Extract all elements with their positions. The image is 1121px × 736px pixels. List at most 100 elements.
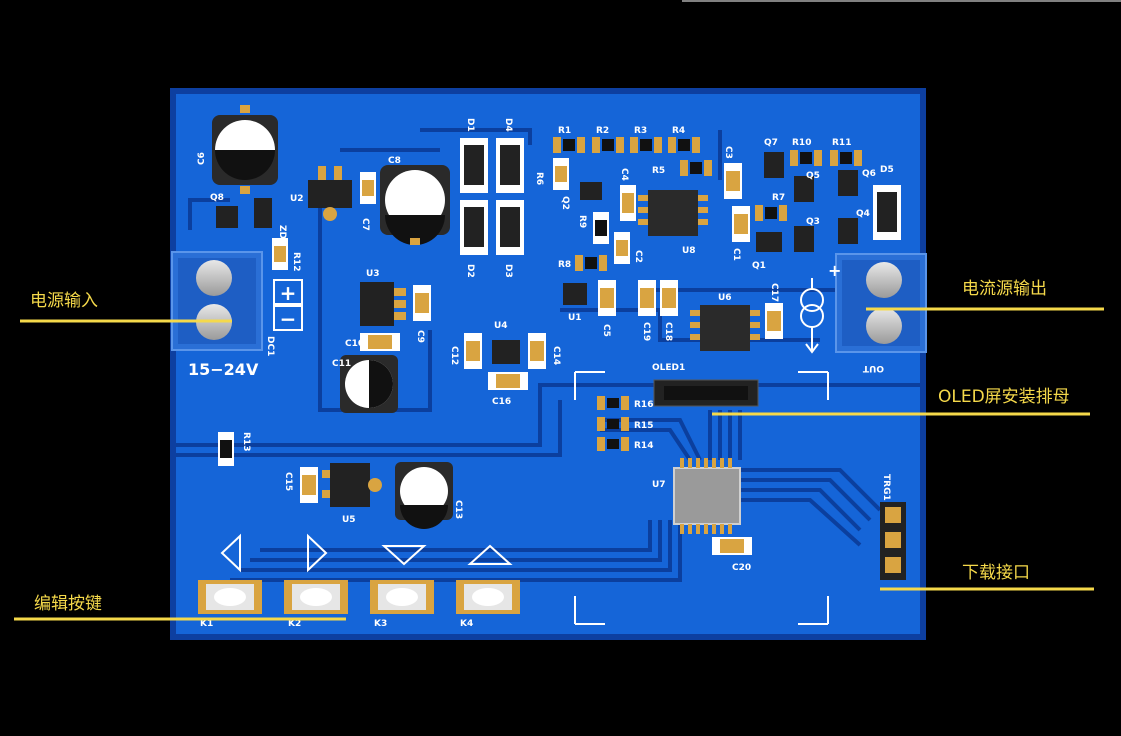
- cap-c13: [395, 462, 453, 529]
- label-c6: C6: [197, 152, 207, 165]
- key-k4[interactable]: [456, 580, 520, 614]
- label-trg1: TRG1: [881, 474, 891, 501]
- label-c11: C11: [332, 359, 351, 369]
- label-c20: C20: [732, 563, 751, 573]
- label-k3: K3: [374, 619, 387, 629]
- label-q8: Q8: [210, 193, 224, 203]
- callout-oled-socket: OLED屏安装排母: [938, 387, 1070, 407]
- label-r7: R7: [772, 193, 785, 203]
- label-u8: U8: [682, 246, 696, 256]
- key-k2[interactable]: [284, 580, 348, 614]
- ic-u1: [563, 283, 587, 305]
- polarity-marks: [273, 279, 303, 331]
- label-c18: C18: [663, 322, 673, 341]
- label-r8: R8: [558, 260, 571, 270]
- cap-c11: [340, 355, 398, 413]
- label-r16: R16: [634, 400, 653, 410]
- ic-u6: [690, 305, 760, 351]
- label-c2: C2: [633, 250, 643, 263]
- smd-resistors: [553, 137, 862, 451]
- label-u2: U2: [290, 194, 304, 204]
- callout-download-port: 下载接口: [962, 563, 1030, 583]
- callout-lines: [14, 307, 1104, 621]
- triangle-left-icon: [220, 533, 241, 573]
- label-zd1: ZD1: [277, 225, 287, 245]
- label-c14: C14: [551, 346, 561, 365]
- label-u4: U4: [494, 321, 508, 331]
- polarity-plus-label: +: [280, 281, 297, 305]
- label-c1: C1: [731, 248, 741, 261]
- label-d3: D3: [503, 264, 513, 278]
- label-c8: C8: [388, 156, 401, 166]
- label-r4: R4: [672, 126, 685, 136]
- ic-u8: [638, 190, 708, 236]
- callout-current-output: 电流源输出: [962, 279, 1047, 299]
- terminal-block-out: [835, 253, 927, 353]
- label-d5: D5: [880, 165, 894, 175]
- label-c10: C10: [345, 339, 364, 349]
- label-d1: D1: [465, 118, 475, 132]
- designator-labels: C6 Q8 ZD1 R12 U2 C7 C8 D1 D4 D2 D3 R1 R2…: [197, 118, 894, 629]
- label-q2: Q2: [560, 196, 570, 210]
- label-q5: Q5: [806, 171, 820, 181]
- label-c3: C3: [723, 146, 733, 159]
- smd-capacitors: [218, 158, 783, 555]
- label-c12: C12: [449, 346, 459, 365]
- label-u3: U3: [366, 269, 380, 279]
- label-dc1: DC1: [265, 336, 275, 356]
- label-r13: R13: [241, 432, 251, 451]
- triangle-down-icon: [381, 545, 427, 566]
- label-u7: U7: [652, 480, 666, 490]
- polarity-minus-label: −: [280, 307, 297, 331]
- label-k2: K2: [288, 619, 301, 629]
- label-c4: C4: [619, 168, 629, 181]
- label-c5: C5: [601, 324, 611, 337]
- ic-u4: [492, 340, 520, 364]
- out-plus-label: +: [828, 261, 841, 280]
- label-c9: C9: [415, 330, 425, 343]
- label-r9: R9: [577, 215, 587, 228]
- label-r6: R6: [534, 172, 544, 185]
- label-r11: R11: [832, 138, 851, 148]
- oled-header: [574, 371, 829, 625]
- cap-c6: [212, 105, 278, 194]
- label-u1: U1: [568, 313, 582, 323]
- label-c7: C7: [360, 218, 370, 231]
- current-source-icon: [800, 278, 824, 354]
- transistors: [216, 152, 858, 252]
- key-k3[interactable]: [370, 580, 434, 614]
- label-q3: Q3: [806, 217, 820, 227]
- label-oled1: OLED1: [652, 363, 685, 373]
- label-out: OUT: [862, 363, 884, 373]
- label-d4: D4: [503, 118, 513, 132]
- label-k4: K4: [460, 619, 473, 629]
- ic-u7-mcu: [673, 458, 741, 534]
- voltage-range-label: 15−24V: [188, 360, 259, 379]
- label-r15: R15: [634, 421, 653, 431]
- download-header: [880, 502, 906, 580]
- triangle-up-icon: [467, 544, 513, 565]
- triangle-right-icon: [307, 533, 328, 573]
- diode-d5: [873, 185, 901, 240]
- label-c19: C19: [641, 322, 651, 341]
- callout-edit-keys: 编辑按键: [34, 594, 102, 614]
- label-q1: Q1: [752, 261, 766, 271]
- label-r1: R1: [558, 126, 571, 136]
- label-u6: U6: [718, 293, 732, 303]
- label-c16: C16: [492, 397, 511, 407]
- ic-u3: [360, 282, 406, 326]
- label-r5: R5: [652, 166, 665, 176]
- label-r2: R2: [596, 126, 609, 136]
- terminal-block-dc1: [171, 251, 263, 351]
- label-c13: C13: [453, 500, 463, 519]
- label-d2: D2: [465, 264, 475, 278]
- label-q4: Q4: [856, 209, 870, 219]
- label-c17: C17: [769, 283, 779, 302]
- ic-u5: [322, 463, 382, 507]
- callout-power-input: 电源输入: [30, 291, 98, 311]
- label-r14: R14: [634, 441, 653, 451]
- label-q6: Q6: [862, 169, 876, 179]
- key-k1[interactable]: [198, 580, 262, 614]
